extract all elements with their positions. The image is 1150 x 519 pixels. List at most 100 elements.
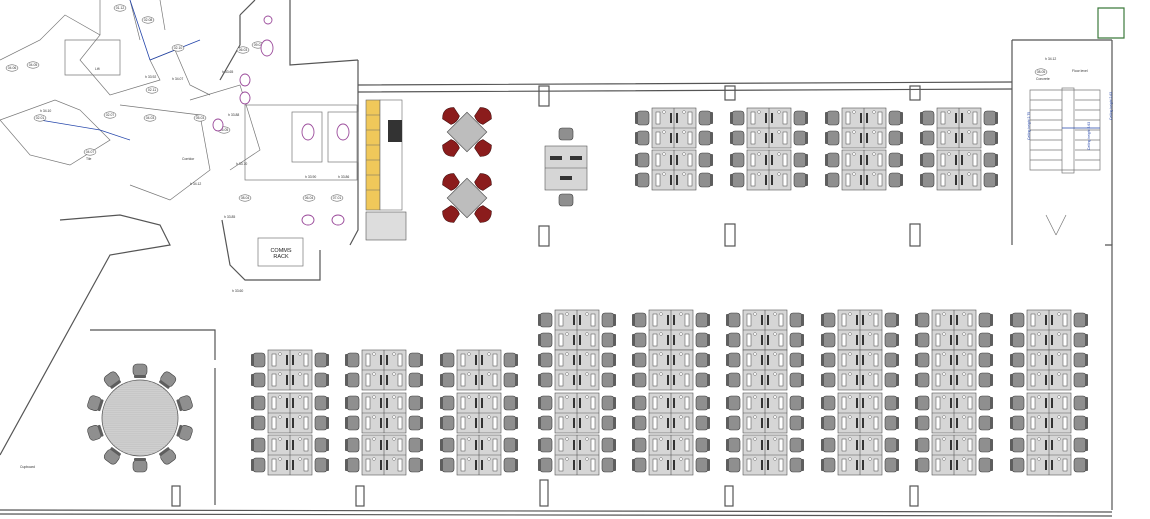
pedestal (271, 438, 277, 452)
monitor-icon (765, 175, 767, 185)
phone-icon (852, 152, 856, 156)
phone-icon (467, 457, 471, 461)
washbasin-icon (331, 214, 345, 226)
office-chair-icon (730, 172, 745, 188)
room-tag: 02.07 (103, 111, 117, 119)
phone-icon (942, 457, 946, 461)
room-tag: 04.06 (5, 64, 19, 72)
pedestal (303, 353, 309, 367)
column (909, 485, 919, 507)
monitor-icon (550, 156, 562, 160)
phone-icon (278, 352, 282, 356)
phone-icon (947, 130, 951, 134)
pedestal (271, 396, 277, 410)
appliance-icon (388, 120, 402, 142)
office-chair-icon (695, 457, 710, 473)
phone-icon (487, 395, 491, 399)
pedestal (746, 396, 752, 410)
monitor-icon (866, 113, 868, 123)
monitor-icon (761, 418, 763, 428)
phone-icon (278, 437, 282, 441)
phone-icon (659, 312, 663, 316)
pedestal (397, 396, 403, 410)
phone-icon (682, 130, 686, 134)
phone-icon (773, 437, 777, 441)
monitor-icon (761, 440, 763, 450)
office-chair-icon (601, 332, 616, 348)
phone-icon (679, 437, 683, 441)
pedestal (873, 438, 879, 452)
office-chair-icon (821, 352, 836, 368)
phone-icon (753, 372, 757, 376)
phone-icon (872, 152, 876, 156)
pedestal (271, 353, 277, 367)
phone-icon (868, 352, 872, 356)
monitor-icon (950, 375, 952, 385)
pedestal (967, 333, 973, 347)
washbasin-icon (239, 91, 251, 105)
office-chair-icon (920, 172, 935, 188)
pedestal (967, 438, 973, 452)
phone-icon (1037, 395, 1041, 399)
phone-icon (298, 372, 302, 376)
office-chair-icon (503, 372, 518, 388)
desk-bank (632, 392, 710, 434)
monitor-icon (670, 113, 672, 123)
pedestal (590, 313, 596, 327)
room-tag: 04.07 (83, 148, 97, 156)
office-chair-icon (408, 352, 423, 368)
room-tag-number: 02.08 (144, 18, 153, 22)
office-chair-icon (983, 172, 998, 188)
office-chair-icon (1010, 437, 1025, 453)
office-chair-icon (978, 312, 993, 328)
office-chair-icon (635, 152, 650, 168)
room-tag: 02.08 (141, 16, 155, 24)
monitor-icon (573, 418, 575, 428)
office-chair-icon (695, 352, 710, 368)
phone-icon (942, 312, 946, 316)
monitor-icon (676, 175, 678, 185)
pedestal (460, 438, 466, 452)
office-chair-icon (789, 395, 804, 411)
washbasin-icon (212, 118, 224, 132)
meeting-room-wall (90, 329, 216, 505)
monitor-icon (481, 355, 483, 365)
monitor-icon (475, 355, 477, 365)
pedestal (746, 373, 752, 387)
desk-bank (726, 349, 804, 391)
desk-bank (345, 392, 423, 434)
monitor-icon (1045, 335, 1047, 345)
phone-icon (777, 110, 781, 114)
breakout-chair-icon (474, 107, 492, 125)
phone-icon (753, 457, 757, 461)
office-chair-icon (314, 395, 329, 411)
room-tag-number: 06.03 (239, 48, 248, 52)
pedestal (684, 353, 690, 367)
level-annotation: h 34.10 (40, 109, 51, 113)
breakout-table (442, 173, 492, 223)
office-chair-icon (695, 395, 710, 411)
room-tag: 06.03 (236, 46, 250, 54)
office-chair-icon (888, 130, 903, 146)
monitor-icon (856, 315, 858, 325)
monitor-icon (673, 315, 675, 325)
phone-icon (467, 352, 471, 356)
monitor-icon (1051, 460, 1053, 470)
office-chair-icon (251, 352, 266, 368)
office-chair-icon (821, 457, 836, 473)
office-chair-icon (1073, 332, 1088, 348)
pedestal (558, 353, 564, 367)
office-chair-icon (632, 457, 647, 473)
phone-icon (773, 312, 777, 316)
existing-plan-northwest: Lift Tile Corridor Cupboard Concrete Flo… (0, 0, 1088, 469)
monitor-icon (481, 418, 483, 428)
phone-icon (868, 395, 872, 399)
phone-icon (942, 437, 946, 441)
office-chair-icon (698, 110, 713, 126)
pedestal (397, 438, 403, 452)
monitor-icon (386, 440, 388, 450)
monitor-icon (1051, 418, 1053, 428)
pedestal (778, 438, 784, 452)
